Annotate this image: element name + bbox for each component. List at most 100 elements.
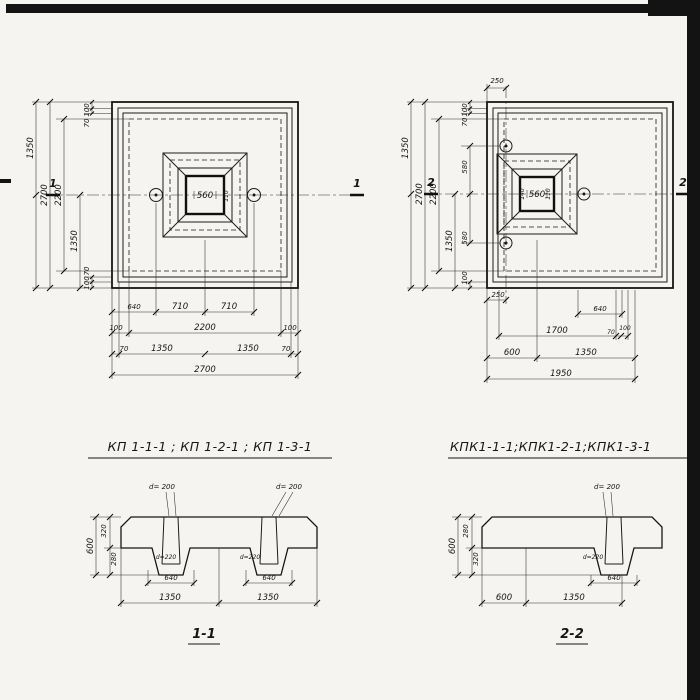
scan-right-strip	[687, 0, 700, 700]
section-2-label: 2-2	[560, 627, 584, 642]
dim-opening-left: 140	[519, 188, 526, 200]
dim-opening: 560	[529, 190, 545, 200]
dim-hole-top: d= 200	[594, 483, 620, 491]
plan-right-dim-lines-bottom	[486, 240, 636, 383]
dim-bolt-top: 580	[461, 160, 469, 174]
dim-row2-a: 70	[607, 329, 615, 336]
dim-row2-b: 100	[619, 325, 631, 332]
dim-depth-top: 280	[462, 524, 470, 538]
dim-bolt-edge: 640	[127, 303, 141, 311]
section-2-outline	[481, 516, 663, 576]
dim-depth: 600	[86, 538, 96, 554]
group-title-kp: КП 1-1-1 ; КП 1-2-1 ; КП 1-3-1	[108, 439, 313, 454]
section-1-label: 1-1	[192, 627, 216, 642]
dim-half-left: 1350	[159, 593, 181, 603]
dim-bolt-span-right: 710	[221, 302, 237, 312]
section-mark-label: 1	[49, 177, 57, 190]
scan-left-mark	[0, 179, 11, 183]
section-1-dim-lines-left	[90, 516, 159, 576]
scan-top-bar	[6, 4, 654, 13]
dim-edge-top-outer: 100	[461, 103, 469, 117]
plan-right-pyramid-edges	[496, 153, 578, 235]
dim-hole-bot-left: d=220	[156, 554, 176, 561]
dim-bolt: 640	[607, 574, 621, 582]
dim-edge-bottom: 100	[461, 271, 469, 285]
dim-half-top: 1350	[401, 137, 411, 159]
plan-left-pyramid-edges	[162, 152, 248, 238]
dim-left: 600	[496, 593, 512, 603]
dim-row3-half-left: 1350	[151, 344, 173, 354]
plan-right-frame-1	[492, 107, 668, 283]
section-mark-label: 2	[679, 176, 687, 189]
dim-depth: 600	[448, 538, 458, 554]
dim-half-bottom: 1350	[70, 230, 80, 252]
dim-edge-bottom-outer: 100	[83, 276, 91, 290]
dim-opening: 560	[197, 191, 213, 201]
dim-edge-top-outer: 100	[83, 103, 91, 117]
dim-hole-top-left: d= 200	[149, 483, 175, 491]
dim-half-bottom: 1350	[445, 230, 455, 252]
dim-overall-h: 2700	[194, 365, 216, 375]
dim-row2-left: 100	[109, 324, 123, 332]
plan-left-dim-ticks-left	[32, 98, 95, 292]
dim-overall-v: 2700	[40, 184, 50, 206]
dim-bolt-bottom: 580	[461, 231, 469, 245]
dim-depth-bottom: 280	[110, 552, 118, 566]
dim-opening-side: 110	[223, 190, 230, 202]
section-1-bolt-sleeves	[161, 516, 279, 565]
hole-leader-lines	[165, 491, 294, 517]
dim-overall-v: 2700	[415, 183, 425, 205]
dim-depth-top: 320	[100, 524, 108, 538]
dim-row2-center: 2200	[194, 323, 216, 333]
plan-right-top-dim-ticks	[483, 84, 510, 92]
plan-right-top-dim-line	[486, 84, 506, 102]
dim-hole-top-right: d= 200	[276, 483, 302, 491]
dim-opening-right: 110	[545, 188, 552, 200]
plan-right-glass-hidden	[503, 160, 571, 228]
group-title-kpk: КПК1-1-1;КПК1-2-1;КПК1-3-1	[450, 439, 652, 454]
plan-left-dim-ticks-bottom	[108, 308, 302, 379]
dim-bolt-right: 640	[262, 574, 276, 582]
plan-right-dim-ticks-bottom	[483, 296, 639, 383]
dim-half-top: 1350	[26, 137, 36, 159]
dim-bolt-span-left: 710	[172, 302, 188, 312]
section-2-dim-ticks-bottom	[478, 579, 641, 607]
dim-depth-bottom: 320	[472, 552, 480, 566]
section-1-dim-ticks-left	[92, 513, 114, 579]
anchor-bolt-hole	[149, 188, 163, 202]
dim-inner-v: 2200	[54, 184, 64, 206]
dim-half-right: 1350	[257, 593, 279, 603]
plan-right-hidden-edge	[503, 118, 657, 272]
dim-bolt-edge: 640	[593, 305, 607, 313]
section-1-dim-lines-bottom	[120, 548, 318, 607]
section-mark-label: 2	[427, 176, 435, 189]
section-1-outline	[120, 516, 318, 576]
dim-top-offset: 250	[490, 77, 504, 85]
opening-dim-ticks	[526, 190, 548, 198]
section-2-view: КПК1-1-1;КПК1-2-1;КПК1-3-1 d= 200 d=220 …	[448, 439, 696, 645]
plan-left-view: 1 1 1350 2700 2200 1350 100 70 70 100 56…	[26, 98, 364, 379]
section-2-dim-lines-bottom	[481, 548, 638, 607]
dim-row3-left: 600	[504, 348, 520, 358]
anchor-bolt-center	[252, 193, 256, 197]
hole-leader-lines	[602, 491, 614, 517]
dim-bolt-left: 640	[164, 574, 178, 582]
dim-overall-h: 1950	[550, 369, 572, 379]
dim-bottom-offset: 250	[491, 291, 505, 299]
dim-row2-right: 100	[283, 324, 297, 332]
dim-row3-half-right: 1350	[237, 344, 259, 354]
dim-edge-bottom-inner: 70	[83, 266, 91, 275]
section-mark-label: 1	[353, 177, 361, 190]
section-1-view: КП 1-1-1 ; КП 1-2-1 ; КП 1-3-1 d= 200 d=…	[86, 439, 332, 645]
dim-hole-bot: d=220	[583, 554, 603, 561]
opening-dim-ticks	[193, 191, 217, 199]
section-1-dim-ticks-bottom	[117, 579, 321, 607]
section-2-bolt-sleeve	[604, 516, 624, 565]
dim-row3-left: 70	[120, 345, 129, 353]
dim-edge-top-inner: 70	[83, 118, 91, 127]
section-2-dim-lines-left	[452, 516, 601, 576]
plan-right-frame-2	[497, 112, 663, 278]
